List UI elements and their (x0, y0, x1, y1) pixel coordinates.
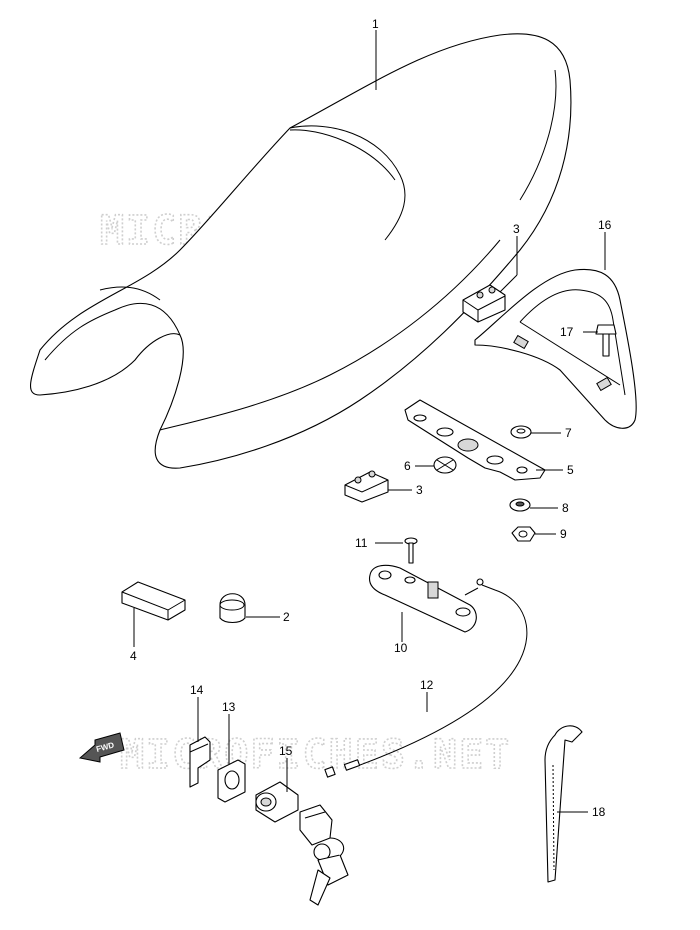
watermark-bottom: MICROFICHES.NET (120, 732, 511, 778)
callout-15: 15 (279, 744, 293, 758)
nut-9 (511, 526, 536, 542)
cushion-8 (509, 498, 531, 512)
bolt-17 (595, 324, 617, 357)
washer-7 (510, 425, 532, 439)
callout-8: 8 (562, 501, 569, 515)
callout-2: 2 (283, 610, 290, 624)
seat-lock-cable (324, 578, 528, 778)
callout-17: 17 (560, 325, 574, 339)
callout-4: 4 (130, 649, 137, 663)
clip-14 (189, 736, 211, 788)
callout-1: 1 (372, 17, 379, 31)
grommet-6 (433, 456, 457, 474)
callout-3-lower: 3 (416, 483, 423, 497)
callout-6: 6 (404, 459, 411, 473)
callout-3-upper: 3 (513, 222, 520, 236)
callout-11: 11 (355, 536, 368, 550)
rubber-cushion-upper (462, 284, 506, 323)
callout-labels: 1 2 3 3 4 5 6 7 8 9 10 11 12 13 14 15 16… (130, 17, 612, 819)
lock-plate-13 (217, 759, 246, 803)
callout-14: 14 (190, 683, 204, 697)
callout-18: 18 (592, 805, 606, 819)
pillion-rail (474, 268, 637, 429)
rubber-cushion-lower (344, 470, 389, 503)
cap-2 (219, 593, 246, 624)
callout-12: 12 (420, 678, 434, 692)
callout-9: 9 (560, 527, 567, 541)
callout-7: 7 (565, 426, 572, 440)
screw-11 (404, 537, 418, 564)
fwd-arrow: FWD (78, 732, 125, 763)
callout-16: 16 (598, 218, 612, 232)
lock-set-15 (255, 781, 349, 906)
callout-10: 10 (394, 641, 408, 655)
pad-4 (121, 581, 186, 621)
callout-5: 5 (567, 463, 574, 477)
cable-tie-18 (544, 725, 583, 883)
callout-13: 13 (222, 700, 236, 714)
leader-lines (133, 30, 606, 813)
seat-bracket-plate (404, 399, 546, 481)
seat-lock-base (368, 564, 479, 633)
